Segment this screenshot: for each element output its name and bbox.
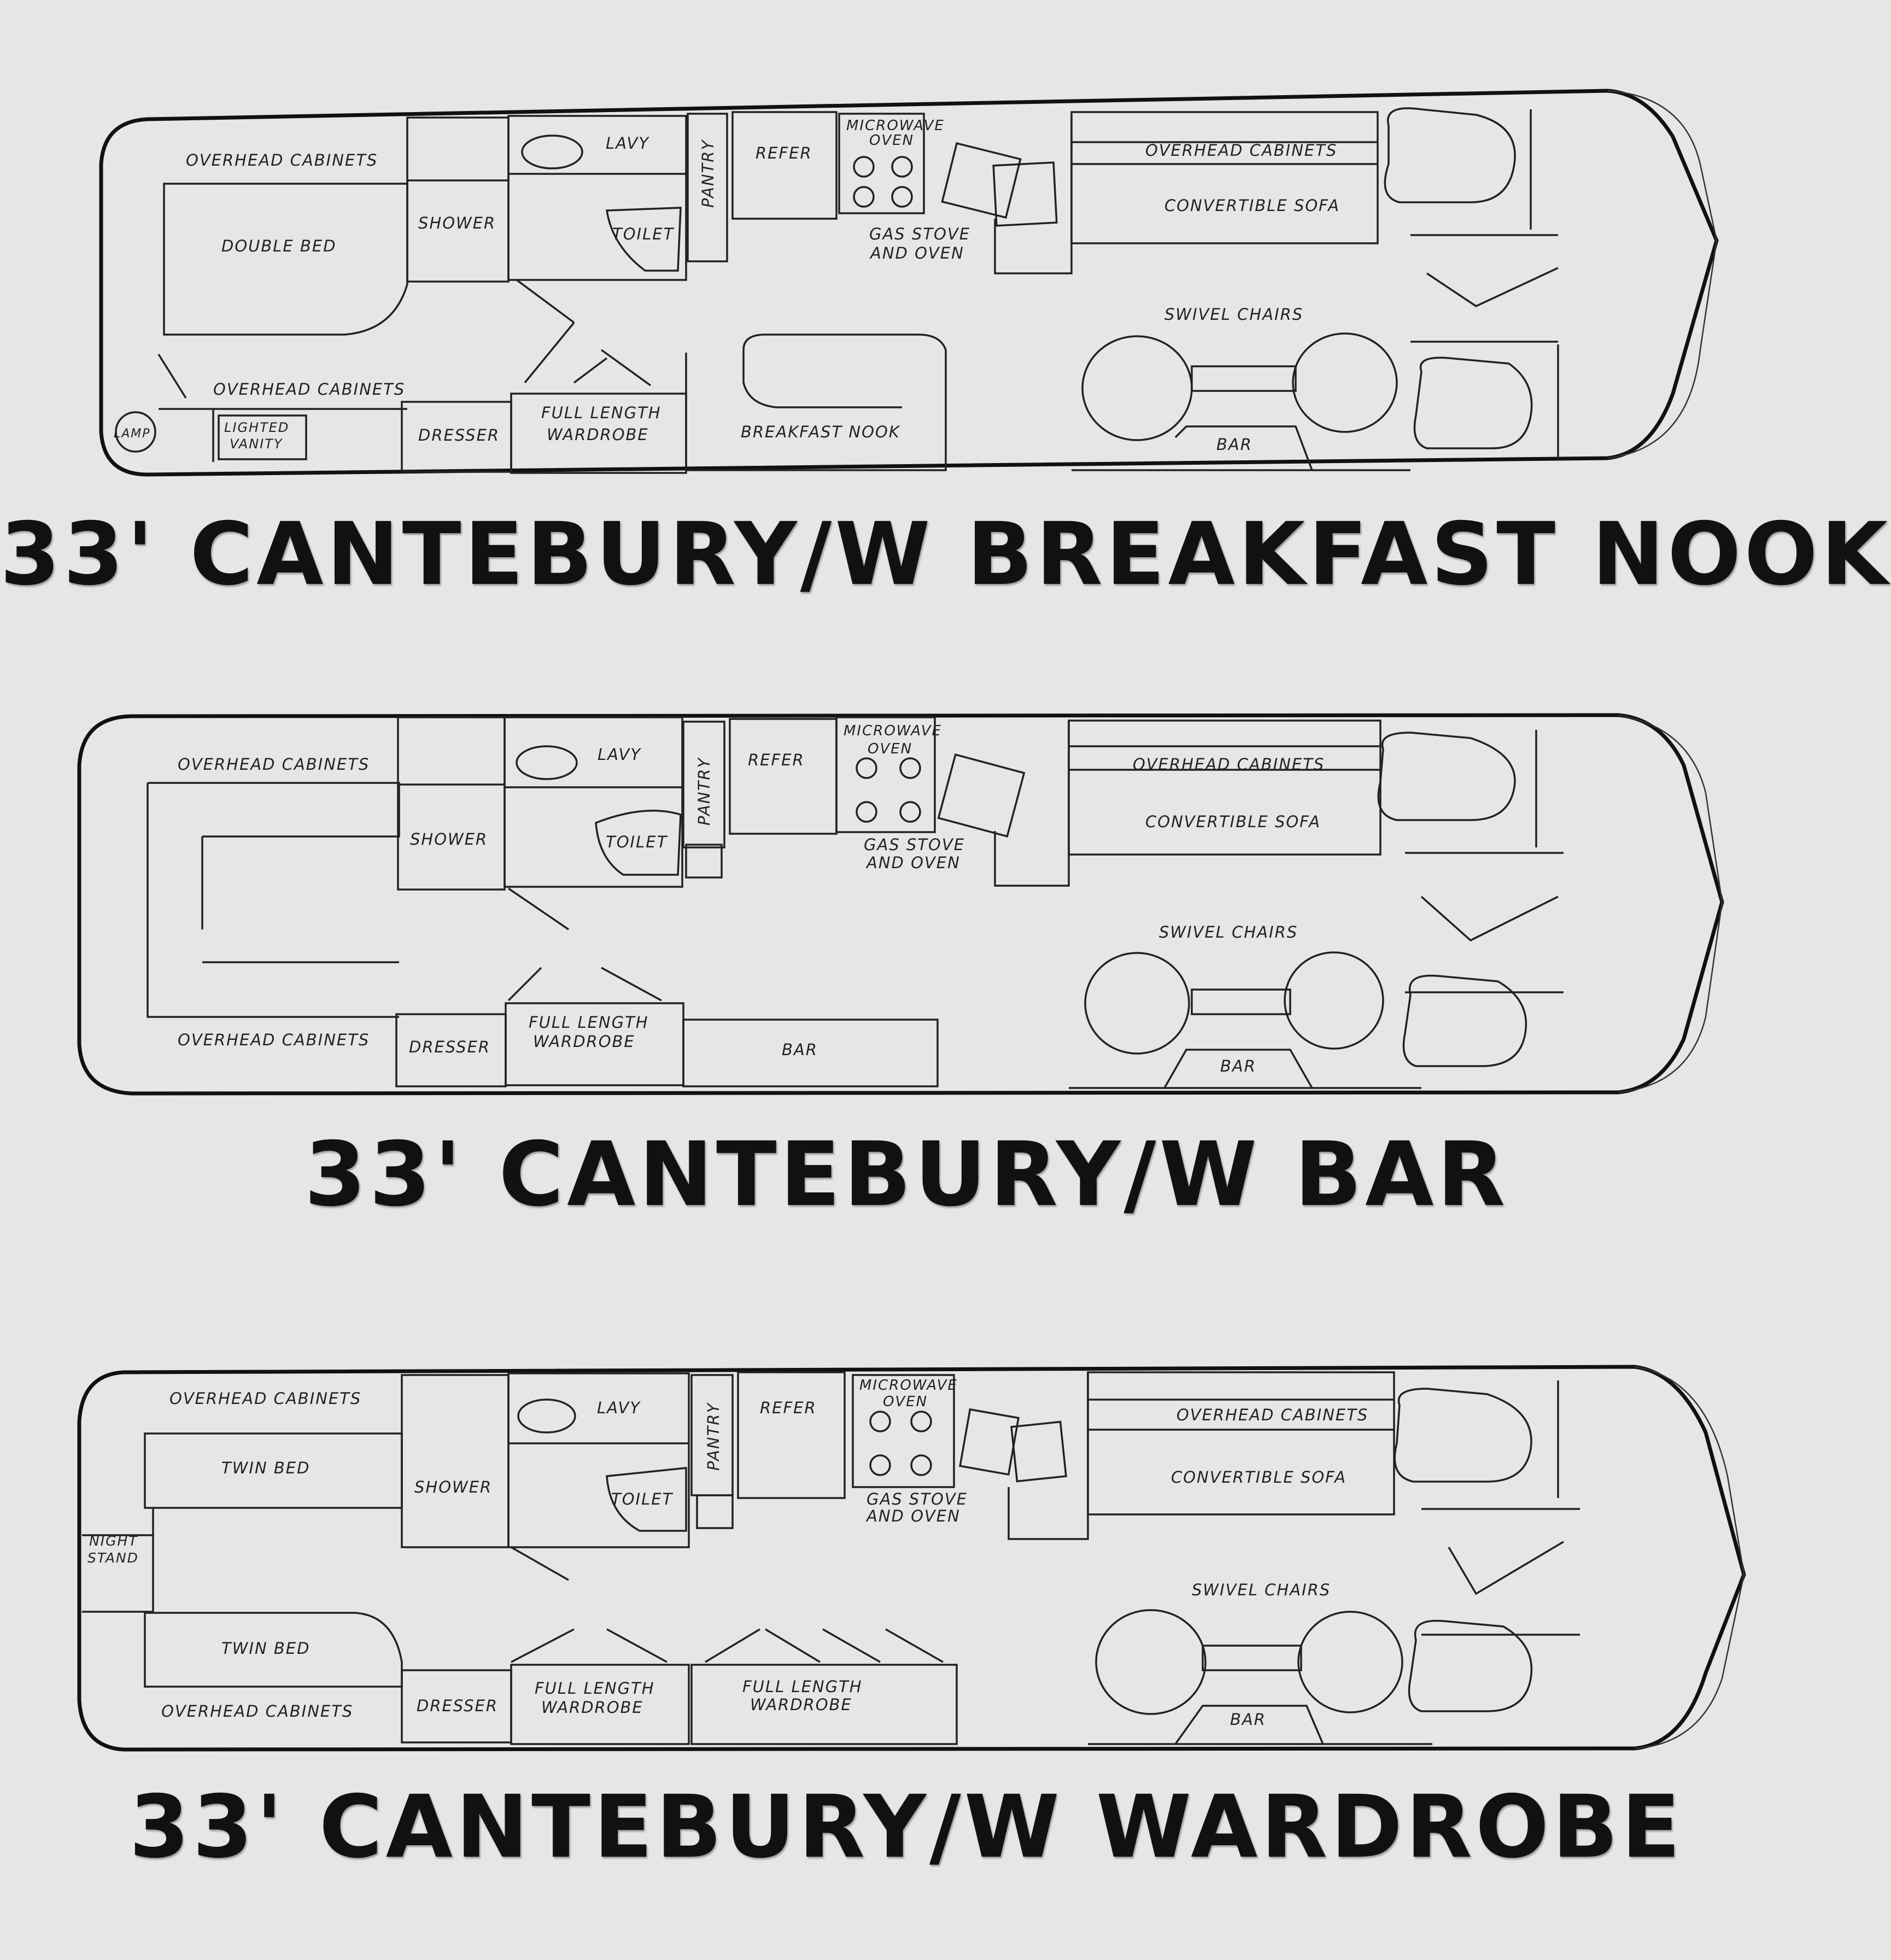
plan-title-bar: 33' CANTEBURY/W BAR [304, 1124, 1509, 1226]
label-swivel-chairs: SWIVEL CHAIRS [1192, 1581, 1331, 1599]
label-stand: STAND [87, 1550, 139, 1566]
floor-plan-breakfast-nook: OVERHEAD CABINETS DOUBLE BED OVERHEAD CA… [99, 89, 1719, 477]
label-toilet: TOILET [611, 1490, 674, 1508]
label-refer: REFER [760, 1399, 817, 1417]
label-dresser: DRESSER [417, 1696, 498, 1715]
label-microwave: MICROWAVE [844, 723, 942, 739]
label-lavy: LAVY [598, 745, 641, 764]
label-oven: OVEN [883, 1394, 928, 1410]
label-refer: REFER [748, 751, 805, 769]
label-wardrobe: WARDROBE [533, 1032, 635, 1051]
label-microwave: MICROWAVE [846, 118, 945, 134]
label-overhead-cabinets-top: OVERHEAD CABINETS [169, 1389, 361, 1408]
label-full-length-2: FULL LENGTH [742, 1677, 863, 1696]
label-lavy: LAVY [597, 1399, 641, 1417]
label-overhead-cabinets-top: OVERHEAD CABINETS [178, 755, 370, 774]
label-night: NIGHT [89, 1533, 138, 1549]
label-gas-stove: GAS STOVE [867, 1490, 968, 1508]
label-and-oven: AND OVEN [869, 244, 964, 262]
label-lighted: LIGHTED [224, 420, 289, 435]
floor-plan-wardrobe: OVERHEAD CABINETS TWIN BED NIGHT STAND T… [77, 1365, 1746, 1752]
label-and-oven: AND OVEN [865, 853, 961, 872]
label-wardrobe: WARDROBE [541, 1698, 643, 1717]
label-overhead-cabinets-front: OVERHEAD CABINETS [1145, 141, 1337, 160]
floor-plans-drawing: OVERHEAD CABINETS DOUBLE BED OVERHEAD CA… [77, 89, 1746, 1752]
label-shower: SHOWER [410, 830, 488, 849]
label-convertible-sofa: CONVERTIBLE SOFA [1145, 812, 1321, 831]
label-toilet: TOILET [612, 225, 675, 243]
label-wardrobe-2: WARDROBE [750, 1695, 852, 1714]
label-full-length: FULL LENGTH [535, 1679, 655, 1698]
label-bar: BAR [1216, 435, 1252, 454]
label-overhead-cabinets-bottom: OVERHEAD CABINETS [161, 1702, 353, 1721]
label-shower: SHOWER [414, 1478, 492, 1496]
label-oven: OVEN [869, 132, 914, 149]
floor-plan-bar: OVERHEAD CABINETS OVERHEAD CABINETS SHOW… [77, 713, 1724, 1096]
label-overhead-cabinets-front: OVERHEAD CABINETS [1133, 755, 1325, 774]
plan-title-wardrobe: 33' CANTEBURY/W WARDROBE [129, 1777, 1684, 1877]
label-bar: BAR [1220, 1057, 1256, 1075]
label-full-length: FULL LENGTH [529, 1013, 649, 1032]
label-full-length: FULL LENGTH [541, 403, 661, 422]
label-overhead-cabinets-bottom: OVERHEAD CABINETS [213, 380, 405, 399]
label-gas-stove: GAS STOVE [864, 835, 965, 854]
label-vanity: VANITY [230, 436, 283, 452]
plan-title-breakfast-nook: 33' CANTEBURY/W BREAKFAST NOOK [0, 504, 1891, 605]
label-and-oven: AND OVEN [865, 1507, 961, 1525]
label-oven: OVEN [868, 741, 912, 757]
label-toilet: TOILET [606, 833, 668, 851]
label-wardrobe: WARDROBE [547, 425, 649, 444]
label-convertible-sofa: CONVERTIBLE SOFA [1171, 1468, 1346, 1487]
label-dresser: DRESSER [409, 1038, 490, 1056]
label-twin-bed-bottom: TWIN BED [221, 1639, 310, 1658]
label-twin-bed-top: TWIN BED [221, 1459, 310, 1477]
label-double-bed: DOUBLE BED [221, 237, 337, 255]
label-gas-stove: GAS STOVE [869, 225, 970, 243]
label-bar: BAR [1230, 1710, 1266, 1729]
label-refer: REFER [756, 144, 812, 162]
label-bar-mid: BAR [782, 1040, 818, 1059]
label-swivel-chairs: SWIVEL CHAIRS [1159, 923, 1298, 941]
label-pantry: PANTRY [704, 1402, 723, 1471]
label-swivel-chairs: SWIVEL CHAIRS [1164, 305, 1303, 324]
label-lavy: LAVY [606, 134, 649, 153]
label-overhead-cabinets-top: OVERHEAD CABINETS [186, 151, 378, 169]
label-overhead-cabinets-front: OVERHEAD CABINETS [1176, 1406, 1368, 1424]
label-breakfast-nook: BREAKFAST NOOK [741, 423, 900, 441]
label-dresser: DRESSER [418, 426, 500, 444]
label-microwave: MICROWAVE [859, 1377, 958, 1394]
label-lamp: LAMP [114, 427, 151, 441]
label-overhead-cabinets-bottom: OVERHEAD CABINETS [178, 1031, 370, 1049]
label-pantry: PANTRY [695, 757, 713, 826]
label-shower: SHOWER [418, 214, 496, 232]
brochure-page: OVERHEAD CABINETS DOUBLE BED OVERHEAD CA… [0, 89, 1891, 1877]
label-convertible-sofa: CONVERTIBLE SOFA [1164, 196, 1340, 215]
label-pantry: PANTRY [699, 139, 717, 208]
